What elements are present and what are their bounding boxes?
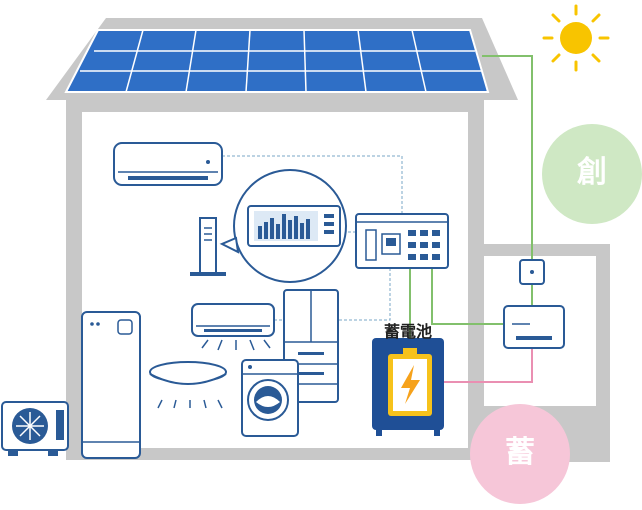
create-label: 創	[577, 155, 607, 190]
outdoor-unit-icon	[1, 401, 69, 456]
generation-wiring	[409, 55, 533, 338]
storage-wiring	[442, 348, 533, 383]
create-circle	[542, 124, 642, 224]
distribution-board-icon	[355, 213, 449, 269]
ceiling-light-icon	[149, 361, 227, 409]
lightning-bolt-icon	[401, 365, 420, 404]
water-heater-icon	[81, 311, 141, 459]
monitor-display-icon	[219, 169, 347, 283]
battery-label: 蓄電池	[384, 322, 433, 341]
store-circle	[470, 404, 570, 504]
washing-machine-icon	[241, 359, 299, 437]
router-icon	[190, 217, 226, 276]
air-conditioner-icon	[113, 142, 223, 186]
meter-icon	[519, 259, 545, 285]
power-conditioner-icon	[503, 305, 565, 349]
sun-icon	[542, 4, 610, 72]
air-conditioner-icon-2	[191, 303, 275, 351]
solar-panel-icon	[64, 29, 490, 93]
store-label: 蓄	[505, 435, 535, 470]
storage-battery-icon	[372, 338, 444, 436]
